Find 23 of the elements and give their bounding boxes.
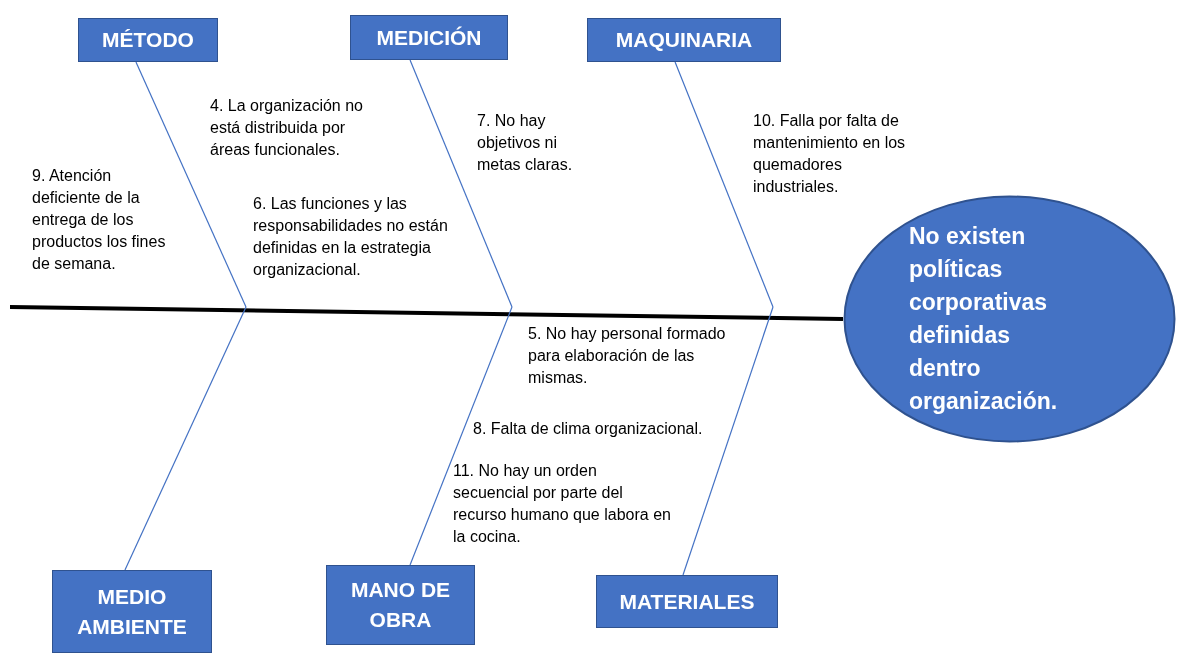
bone-line bbox=[135, 61, 247, 308]
cause-text: 4. La organización no está distribuida por áreas funcionales. bbox=[210, 96, 364, 160]
category-box: MEDIO AMBIENTE bbox=[52, 570, 212, 653]
cause-text: 7. No hay objetivos ni metas claras. bbox=[477, 111, 574, 175]
cause-text: 8. Falta de clima organizacional. bbox=[473, 419, 704, 439]
cause-text: 5. No hay personal formado para elaboración de las mismas. bbox=[528, 324, 727, 388]
bone-line bbox=[409, 306, 513, 566]
bone-line bbox=[682, 306, 774, 576]
category-box: MAQUINARIA bbox=[587, 18, 781, 62]
category-box: MEDICIÓN bbox=[350, 15, 508, 60]
cause-text: 9. Atención deficiente de la entrega de los productos los fines de semana. bbox=[32, 166, 167, 274]
cause-text: 10. Falla por falta de mantenimiento en los quemadores industriales. bbox=[753, 111, 907, 197]
cause-text: 11. No hay un orden secuencial por parte del recurso humano que labora en la cocina. bbox=[453, 461, 672, 547]
cause-text: 6. Las funciones y las responsabilidades no están definidas en la estrategia organizacional. bbox=[253, 194, 449, 280]
category-box: MANO DE OBRA bbox=[326, 565, 475, 645]
category-box: MATERIALES bbox=[596, 575, 778, 628]
spine-line bbox=[9, 305, 844, 321]
effect-ellipse bbox=[843, 195, 1176, 443]
bone-line bbox=[409, 59, 513, 308]
effect-text: No existen políticas corporativas definidas dentro organización. bbox=[909, 222, 1059, 416]
bone-line bbox=[674, 61, 774, 308]
category-box: MÉTODO bbox=[78, 18, 218, 62]
bone-line bbox=[124, 306, 247, 571]
